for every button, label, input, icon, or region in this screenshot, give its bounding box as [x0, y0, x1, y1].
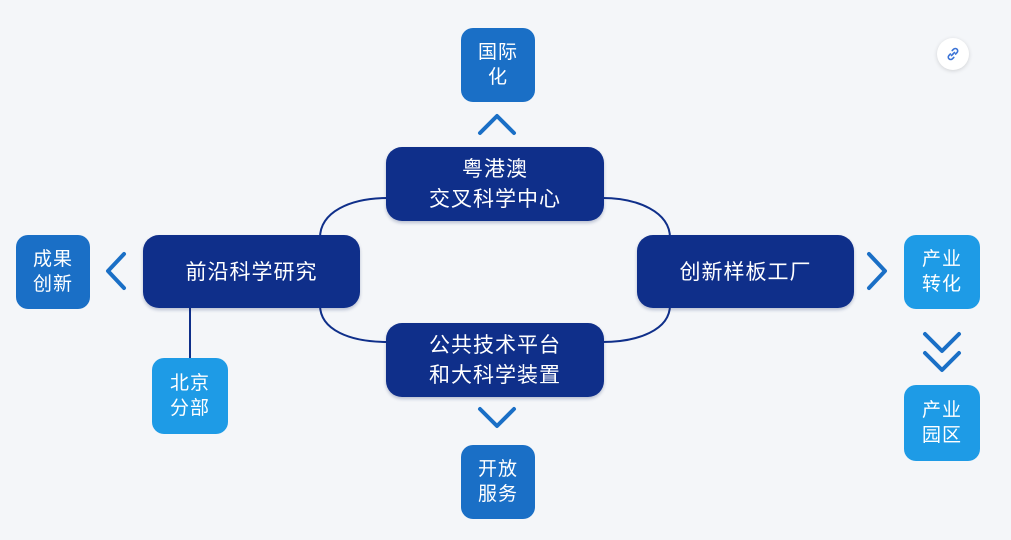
node-left: 前沿科学研究 [143, 235, 360, 308]
share-link-button[interactable] [937, 38, 969, 70]
connector-bottom-left [319, 304, 389, 343]
node-industrial-park-line2: 园区 [921, 424, 962, 446]
node-open-services-line1: 开放 [477, 458, 518, 480]
node-center-bottom-line2: 和大科学装置 [429, 363, 561, 387]
node-internationalization: 国际 化 [461, 28, 535, 102]
node-internationalization-line1: 国际 [477, 41, 518, 63]
double-chevron-down-icon-upper [923, 332, 961, 353]
chevron-down-icon [478, 407, 516, 428]
chevron-left-icon [106, 252, 126, 290]
node-internationalization-line2: 化 [487, 66, 508, 88]
node-open-services: 开放 服务 [461, 445, 535, 519]
link-icon [947, 47, 959, 61]
node-right: 创新样板工厂 [637, 235, 854, 308]
node-achievements-innovation: 成果 创新 [16, 235, 90, 309]
node-industrialization-line2: 转化 [921, 273, 962, 295]
node-left-label: 前沿科学研究 [185, 259, 318, 284]
double-chevron-down-icon-lower [923, 351, 961, 372]
node-center-top-line1: 粤港澳 [462, 157, 528, 181]
node-right-label: 创新样板工厂 [679, 259, 812, 284]
node-achievements-innovation-line1: 成果 [32, 248, 73, 270]
node-center-top: 粤港澳 交叉科学中心 [386, 147, 604, 221]
node-industrial-park: 产业 园区 [904, 385, 980, 461]
connector-bottom-right [601, 304, 671, 343]
node-beijing-branch: 北京 分部 [152, 358, 228, 434]
node-industrialization-line1: 产业 [921, 248, 962, 270]
node-beijing-branch-line2: 分部 [169, 397, 210, 419]
chevron-up-icon [478, 114, 516, 135]
node-industrial-park-line1: 产业 [921, 399, 962, 421]
chevron-right-icon [867, 252, 887, 290]
node-center-bottom-line1: 公共技术平台 [429, 333, 561, 357]
node-beijing-branch-line1: 北京 [169, 372, 210, 394]
node-center-top-line2: 交叉科学中心 [429, 187, 561, 211]
connector-top-right [601, 197, 671, 239]
node-open-services-line2: 服务 [477, 483, 518, 505]
node-center-bottom: 公共技术平台 和大科学装置 [386, 323, 604, 397]
node-industrialization: 产业 转化 [904, 235, 980, 309]
node-achievements-innovation-line2: 创新 [32, 273, 73, 295]
connector-top-left [319, 197, 389, 239]
